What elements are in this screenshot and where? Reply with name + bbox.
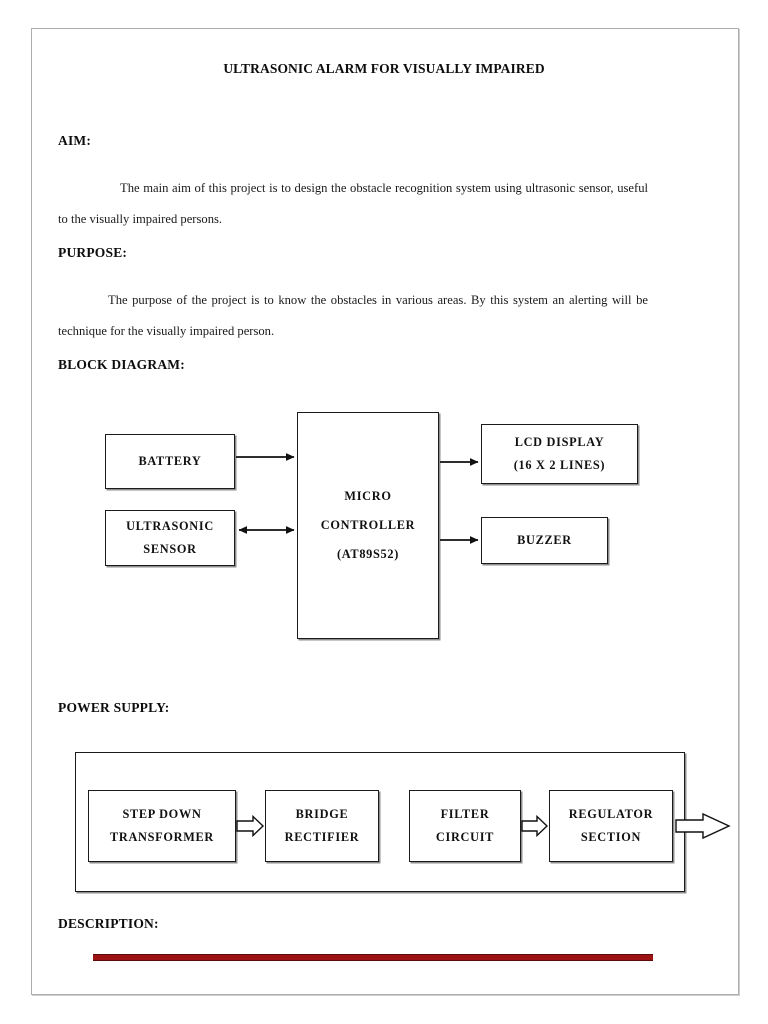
diagram-block-ultrasonic-line2: SENSOR <box>143 542 197 556</box>
diagram-block-battery: BATTERY <box>105 434 235 489</box>
section-heading-aim: AIM: <box>58 133 92 148</box>
diagram-block-lcd-line2: (16 X 2 LINES) <box>513 458 606 472</box>
power-block-regulator-section: REGULATOR SECTION <box>549 790 673 862</box>
page-title: ULTRASONIC ALARM FOR VISUALLY IMPAIRED <box>223 61 545 76</box>
power-block-stepdown-line1: STEP DOWN <box>122 807 202 822</box>
power-block-regulator-line1: REGULATOR <box>568 807 654 822</box>
power-block-bridge-line2: RECTIFIER <box>284 830 360 844</box>
section-body-purpose: The purpose of the project is to know th… <box>58 293 648 338</box>
diagram-block-ultrasonic-line1: ULTRASONIC <box>126 519 214 534</box>
diagram-block-mcu-line2: CONTROLLER <box>320 518 416 533</box>
diagram-block-lcd-display: LCD DISPLAY (16 X 2 LINES) <box>481 424 638 484</box>
power-block-filter-line2: CIRCUIT <box>435 830 495 844</box>
section-heading-power-supply: POWER SUPPLY: <box>58 700 170 715</box>
power-block-regulator-line2: SECTION <box>580 830 642 844</box>
diagram-block-lcd-line1: LCD DISPLAY <box>514 435 605 450</box>
power-block-bridge-line1: BRIDGE <box>295 807 349 822</box>
diagram-block-mcu-line1: MICRO <box>344 489 392 504</box>
diagram-block-microcontroller: MICRO CONTROLLER (AT89S52) <box>297 412 439 639</box>
diagram-block-battery-label: BATTERY <box>138 454 202 469</box>
diagram-block-buzzer-label: BUZZER <box>517 533 572 548</box>
section-body-aim: The main aim of this project is to desig… <box>58 181 648 226</box>
diagram-block-ultrasonic-sensor: ULTRASONIC SENSOR <box>105 510 235 566</box>
power-block-bridge-rectifier: BRIDGE RECTIFIER <box>265 790 379 862</box>
diagram-block-buzzer: BUZZER <box>481 517 608 564</box>
section-heading-purpose: PURPOSE: <box>58 245 128 260</box>
power-block-filter-line1: FILTER <box>440 807 490 822</box>
power-block-stepdown-line2: TRANSFORMER <box>109 830 215 844</box>
diagram-block-mcu-line3: (AT89S52) <box>336 546 400 561</box>
section-heading-description: DESCRIPTION: <box>58 916 159 931</box>
power-block-step-down-transformer: STEP DOWN TRANSFORMER <box>88 790 236 862</box>
power-block-filter-circuit: FILTER CIRCUIT <box>409 790 521 862</box>
horizontal-rule-red <box>93 954 653 961</box>
section-heading-block-diagram: BLOCK DIAGRAM: <box>58 357 185 372</box>
